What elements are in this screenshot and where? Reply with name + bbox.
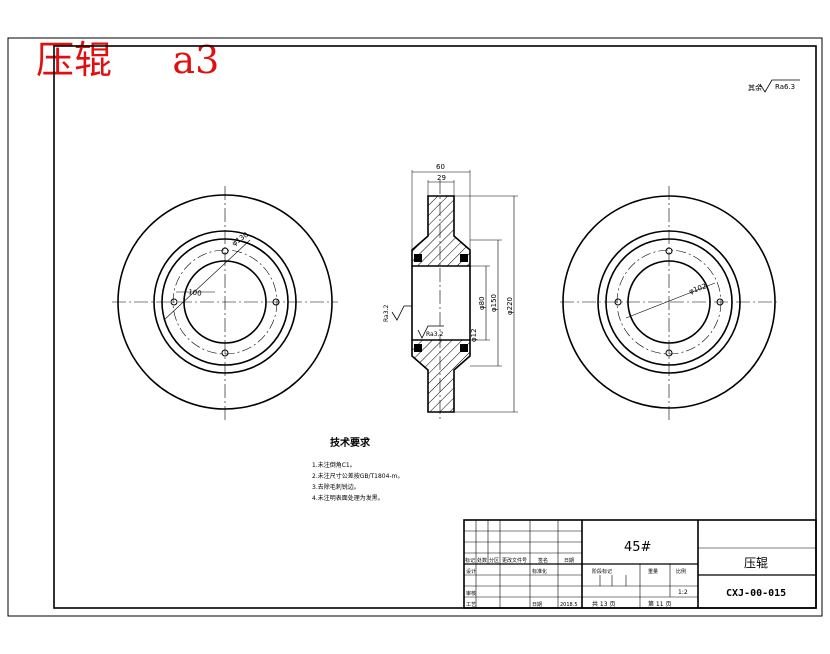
right-view-hole xyxy=(665,349,673,357)
process-label: 工艺 xyxy=(466,602,476,608)
top-width-dim: 60 xyxy=(436,163,445,171)
header-count: 处数 xyxy=(477,557,487,564)
standardize-label: 标准化 xyxy=(532,568,547,575)
right-view-hole xyxy=(665,247,673,255)
approve-date-label: 日期 xyxy=(532,602,542,608)
surface-finish-symbol xyxy=(759,79,800,93)
left-view-bolt-circle xyxy=(172,249,278,355)
sheet-number: 第 11 页 xyxy=(648,600,671,608)
inner-frame xyxy=(53,45,817,609)
left-view-hole xyxy=(272,298,280,306)
ra-left-symbol xyxy=(391,305,412,321)
general-surface-finish: 其余 Ra6.3 xyxy=(748,79,800,93)
right-end-view: φ102 xyxy=(560,186,780,420)
groove-mark xyxy=(460,254,468,262)
left-view-hub-circle xyxy=(153,230,297,374)
right-view-bolt-circle xyxy=(616,249,722,355)
tech-req-item: 3.去除毛刺锐边。 xyxy=(312,483,360,491)
right-view-outer-circle xyxy=(562,195,776,409)
tech-req-item: 2.未注尺寸公差按GB/T1804-m。 xyxy=(312,472,403,480)
groove-mark xyxy=(414,254,422,262)
title-block-text: 45# 压辊 CXJ-00-015 标记 处数 分区 更改文件号 签名 日期 设… xyxy=(465,540,786,608)
header-date: 日期 xyxy=(564,558,574,564)
header-change-doc: 更改文件号 xyxy=(502,557,527,564)
right-view-dia-dim: φ102 xyxy=(688,282,708,296)
left-view-radius-dim: 100 xyxy=(188,288,202,298)
header-mark: 标记 xyxy=(465,557,475,564)
material-label: 45# xyxy=(624,540,651,555)
design-label: 设计 xyxy=(466,568,476,575)
groove-dia-dim: φ12 xyxy=(470,328,478,342)
right-view-dim-line xyxy=(625,282,716,319)
drawing-number-label: CXJ-00-015 xyxy=(726,588,786,599)
groove-mark xyxy=(460,344,468,352)
left-view-outer-circle xyxy=(117,194,333,410)
title-block xyxy=(463,519,817,609)
section-view: 60 29 φ220 φ150 φ80 φ12 Ra3.2 Ra3.2 xyxy=(383,163,518,420)
surface-finish-value: Ra6.3 xyxy=(775,83,795,91)
weight-label: 重量 xyxy=(648,568,658,575)
technical-requirements: 技术要求 1.未注倒角C1。 2.未注尺寸公差按GB/T1804-m。 3.去除… xyxy=(312,436,403,502)
groove-mark xyxy=(414,344,422,352)
dia-150-dim: φ150 xyxy=(490,294,498,312)
left-end-view: φ130 100 xyxy=(112,186,338,420)
scale-label: 比例 xyxy=(676,568,686,575)
review-label: 审核 xyxy=(466,590,476,597)
header-zone: 分区 xyxy=(489,557,499,564)
left-view-inner-ring xyxy=(161,238,289,366)
bore-dia-dim: φ80 xyxy=(478,296,486,310)
surface-finish-label: 其余 xyxy=(748,83,762,92)
scale-value: 1:2 xyxy=(678,589,688,596)
total-sheets: 共 13 页 xyxy=(592,600,615,608)
left-view-dim-line xyxy=(163,239,251,321)
left-view-bore-circle xyxy=(183,260,267,344)
hub-width-dim: 29 xyxy=(437,174,446,182)
header-sign: 签名 xyxy=(538,557,548,564)
tech-req-item: 4.未注明表面处理为发黑。 xyxy=(312,494,384,502)
outer-dia-dim: φ220 xyxy=(506,297,514,315)
tech-req-item: 1.未注倒角C1。 xyxy=(312,461,356,469)
outer-border xyxy=(7,37,823,617)
left-view-bolt-circle-dim: φ130 xyxy=(231,231,250,248)
left-view-hole xyxy=(221,247,229,255)
right-view-inner-ring xyxy=(605,238,733,366)
tech-req-title: 技术要求 xyxy=(330,436,371,449)
ra-inner-symbol xyxy=(417,325,444,339)
right-view-hub-circle xyxy=(597,230,741,374)
ra-left-label: Ra3.2 xyxy=(383,305,390,322)
left-view-hole xyxy=(170,298,178,306)
part-name-label: 压辊 xyxy=(744,556,768,570)
stage-label: 阶段标记 xyxy=(592,568,612,575)
ra-inner-label: Ra3.2 xyxy=(426,331,443,338)
right-view-hole xyxy=(716,298,724,306)
right-view-bore-circle xyxy=(627,260,711,344)
right-view-hole xyxy=(614,298,622,306)
approve-date-value: 2018.5 xyxy=(560,602,578,608)
left-view-hole xyxy=(221,349,229,357)
